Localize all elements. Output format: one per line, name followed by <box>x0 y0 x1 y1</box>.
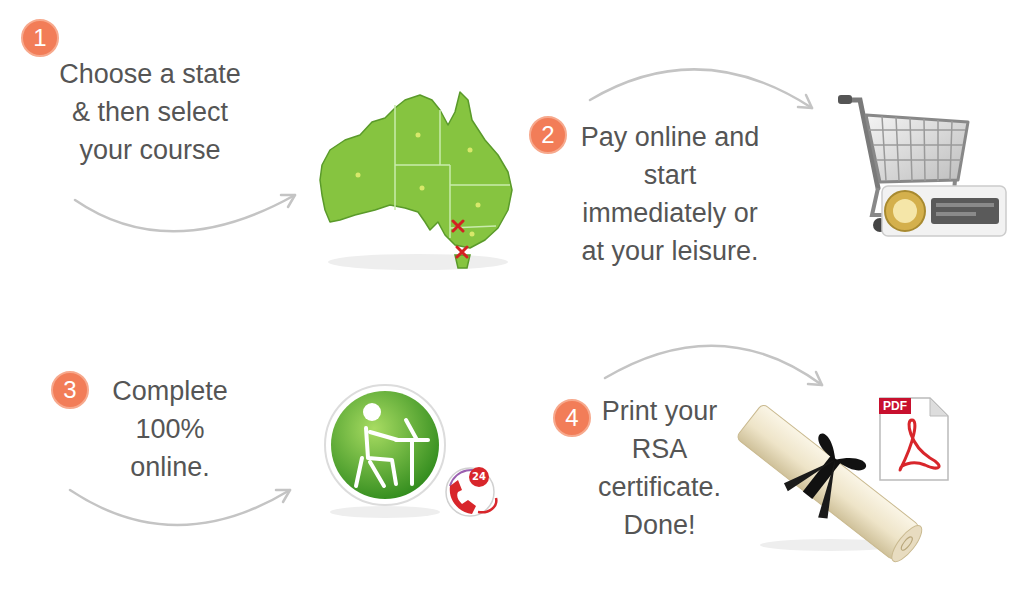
phone-badge <box>446 468 496 516</box>
pdf-icon <box>880 398 948 480</box>
curved-arrow <box>605 346 822 385</box>
curved-arrow <box>590 69 812 108</box>
callout-circle: 2 <box>529 116 567 154</box>
arrow-head <box>276 490 290 502</box>
callout-number: 3 <box>63 378 76 402</box>
pdf-tag: PDF <box>879 398 911 414</box>
callout-circle: 3 <box>51 371 89 409</box>
curved-arrow <box>70 490 290 525</box>
shopping-cart <box>838 95 1006 236</box>
curved-arrow <box>75 195 295 231</box>
hours-badge: 24 <box>469 467 489 487</box>
arrow-head <box>798 95 812 108</box>
step-text: Print your RSA certificate. Done! <box>592 392 727 544</box>
callout-circle: 4 <box>553 399 591 437</box>
step-text: Choose a state & then select your course <box>50 55 250 169</box>
callout-number: 1 <box>33 26 46 50</box>
callout-number: 2 <box>541 123 554 147</box>
callout-number: 4 <box>565 406 578 430</box>
australia-map <box>320 92 512 270</box>
arrow-head <box>808 372 822 385</box>
step-text: Complete 100% online. <box>105 372 235 486</box>
arrow-head <box>281 195 295 207</box>
callout-circle: 1 <box>21 19 59 57</box>
step-text: Pay online and start immediately or at y… <box>570 118 770 270</box>
online-study-icon <box>325 385 445 518</box>
